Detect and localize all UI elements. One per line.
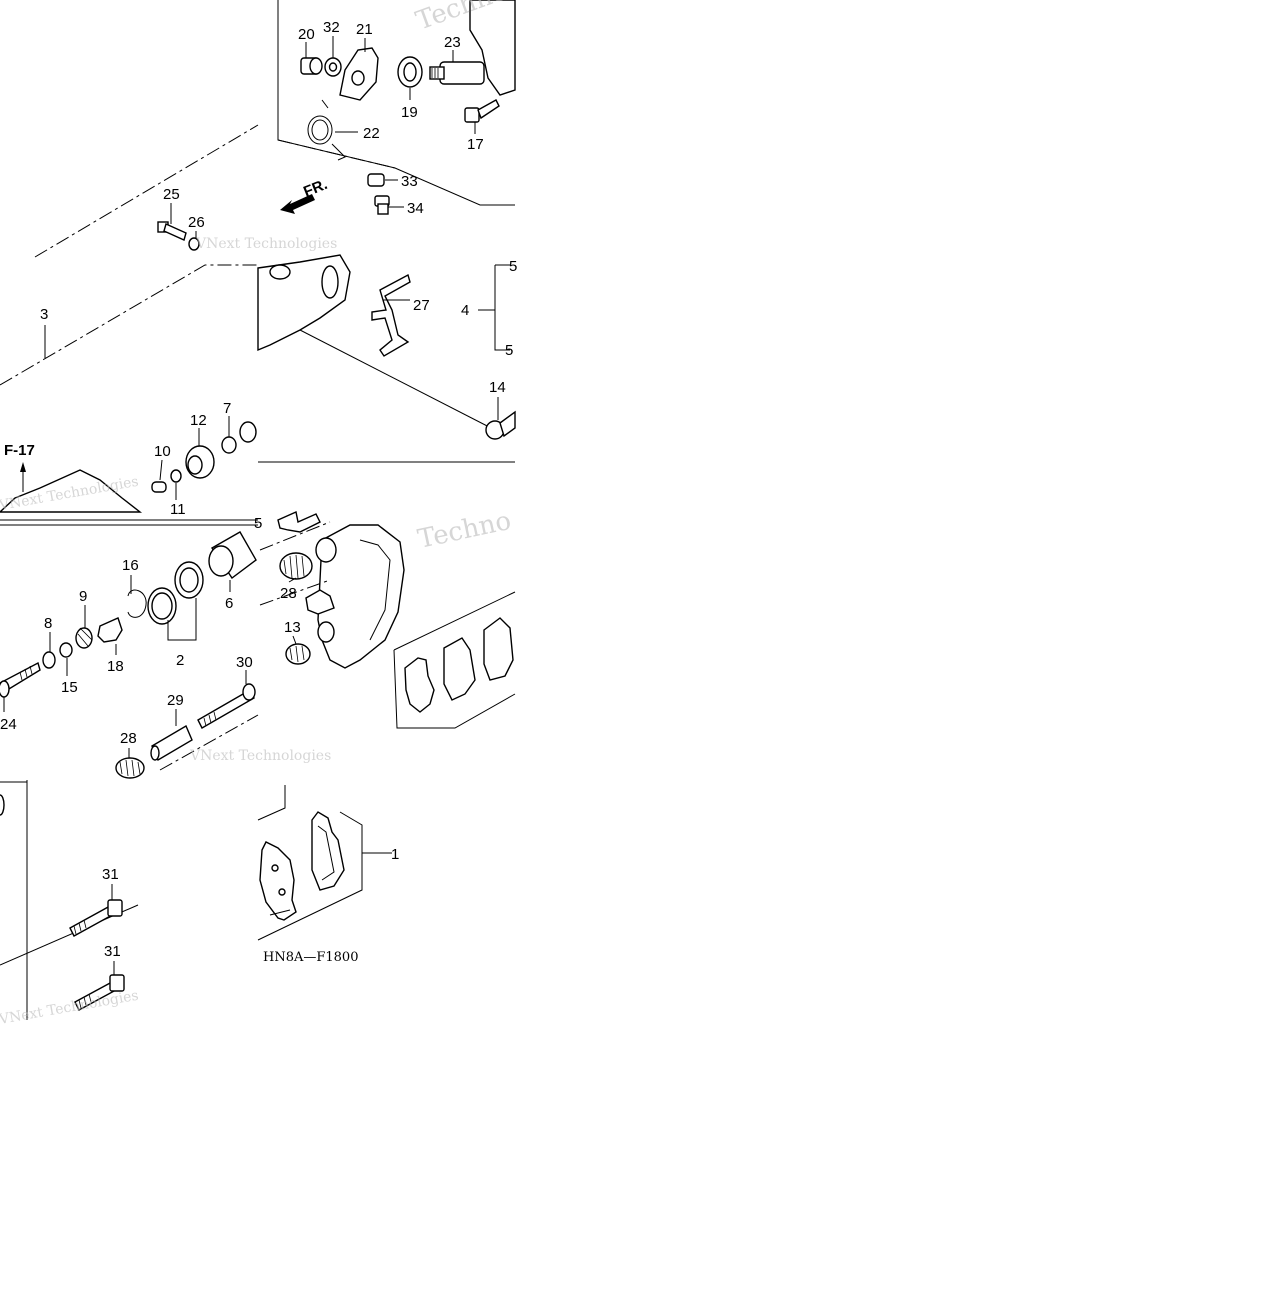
reference-label: F-17 xyxy=(4,442,35,459)
label-30: 30 xyxy=(236,654,253,671)
label-31: 31 xyxy=(104,943,121,960)
ring-15 xyxy=(59,642,73,658)
shaft-23 xyxy=(429,61,485,85)
washer-32 xyxy=(324,57,342,77)
boot-13 xyxy=(285,643,311,665)
label-33: 33 xyxy=(401,173,418,190)
bolt-31-upper xyxy=(69,899,123,937)
label-5: 5 xyxy=(509,258,517,275)
pad-shim-right xyxy=(483,617,514,681)
caliper-bracket-group xyxy=(259,511,516,729)
label-15: 15 xyxy=(61,679,78,696)
label-4: 4 xyxy=(461,302,469,319)
ring-11 xyxy=(170,469,182,483)
label-32: 32 xyxy=(323,19,340,36)
label-5: 5 xyxy=(254,515,262,532)
label-26: 26 xyxy=(188,214,205,231)
label-10: 10 xyxy=(154,443,171,460)
piston-assembly-group xyxy=(0,524,259,779)
washer-7 xyxy=(221,436,237,454)
leader-lines xyxy=(3,36,499,975)
watermark-text: VNext Technologies xyxy=(195,236,337,252)
pad-shim-left xyxy=(404,657,435,713)
bracket-lines-4-5 xyxy=(478,264,510,351)
circlip-16 xyxy=(127,589,147,618)
watermark-text: VNext Technologies xyxy=(189,748,331,764)
brake-pad-right xyxy=(311,811,345,891)
label-20: 20 xyxy=(298,26,315,43)
boot-28-left xyxy=(115,757,145,779)
piston-6 xyxy=(208,531,257,580)
spring-22 xyxy=(307,99,346,161)
label-28: 28 xyxy=(280,585,297,602)
label-34: 34 xyxy=(407,200,424,217)
label-8: 8 xyxy=(44,615,52,632)
label-1: 1 xyxy=(391,846,399,863)
label-19: 19 xyxy=(401,104,418,121)
spring-9 xyxy=(75,627,93,649)
label-28: 28 xyxy=(120,730,137,747)
sleeve-29 xyxy=(150,724,193,762)
label-7: 7 xyxy=(223,400,231,417)
part-labels: 20 32 21 23 19 22 17 33 34 FR. 25 26 3 2… xyxy=(0,19,517,965)
diagram-code: HN8A—F1800 xyxy=(263,950,358,965)
label-12: 12 xyxy=(190,412,207,429)
label-9: 9 xyxy=(79,588,87,605)
nut-20 xyxy=(300,57,323,75)
clip-18 xyxy=(97,617,123,643)
label-31: 31 xyxy=(102,866,119,883)
label-13: 13 xyxy=(284,619,301,636)
bolt-14 xyxy=(485,410,516,440)
retainer-27 xyxy=(371,273,411,357)
label-6: 6 xyxy=(225,595,233,612)
washer-8 xyxy=(42,651,56,669)
bracket-lower-left xyxy=(0,469,143,513)
label-21: 21 xyxy=(356,21,373,38)
label-29: 29 xyxy=(167,692,184,709)
label-22: 22 xyxy=(363,125,380,142)
pad-shim-mid xyxy=(443,637,476,701)
label-23: 23 xyxy=(444,34,461,51)
pin-33 xyxy=(367,173,385,187)
seal-19 xyxy=(397,56,423,88)
label-27: 27 xyxy=(413,297,430,314)
caliper-body-group xyxy=(0,124,516,521)
parking-brake-group xyxy=(277,0,516,215)
retainer-5 xyxy=(277,511,321,533)
bleeder-screw-25 xyxy=(157,221,187,241)
pin-10 xyxy=(151,481,167,493)
label-3: 3 xyxy=(40,306,48,323)
shaft-24 xyxy=(0,661,41,698)
label-2: 2 xyxy=(176,652,184,669)
bolt-17 xyxy=(464,99,500,123)
brake-pad-left xyxy=(259,841,297,921)
label-11: 11 xyxy=(170,501,186,518)
boot-28-right xyxy=(279,552,313,580)
label-18: 18 xyxy=(107,658,124,675)
label-14: 14 xyxy=(489,379,506,396)
bleeder-34 xyxy=(374,195,390,215)
pad-set-frame xyxy=(393,591,516,729)
mounting-bolts-group xyxy=(0,780,139,1020)
brake-arm-bracket xyxy=(469,0,516,96)
label-5: 5 xyxy=(505,342,513,359)
seal-2 xyxy=(147,561,204,641)
label-24: 24 xyxy=(0,716,17,733)
label-17: 17 xyxy=(467,136,484,153)
reference-arrow-icon xyxy=(20,462,26,472)
cap-26 xyxy=(188,237,200,251)
front-arrow-icon xyxy=(280,194,315,214)
brake-pad-group xyxy=(257,785,392,941)
label-16: 16 xyxy=(122,557,139,574)
bolt-31-lower xyxy=(74,974,125,1011)
pin-30 xyxy=(197,683,256,729)
label-25: 25 xyxy=(163,186,180,203)
adjuster-nut-12 xyxy=(185,445,215,479)
pad-clip xyxy=(305,589,335,615)
